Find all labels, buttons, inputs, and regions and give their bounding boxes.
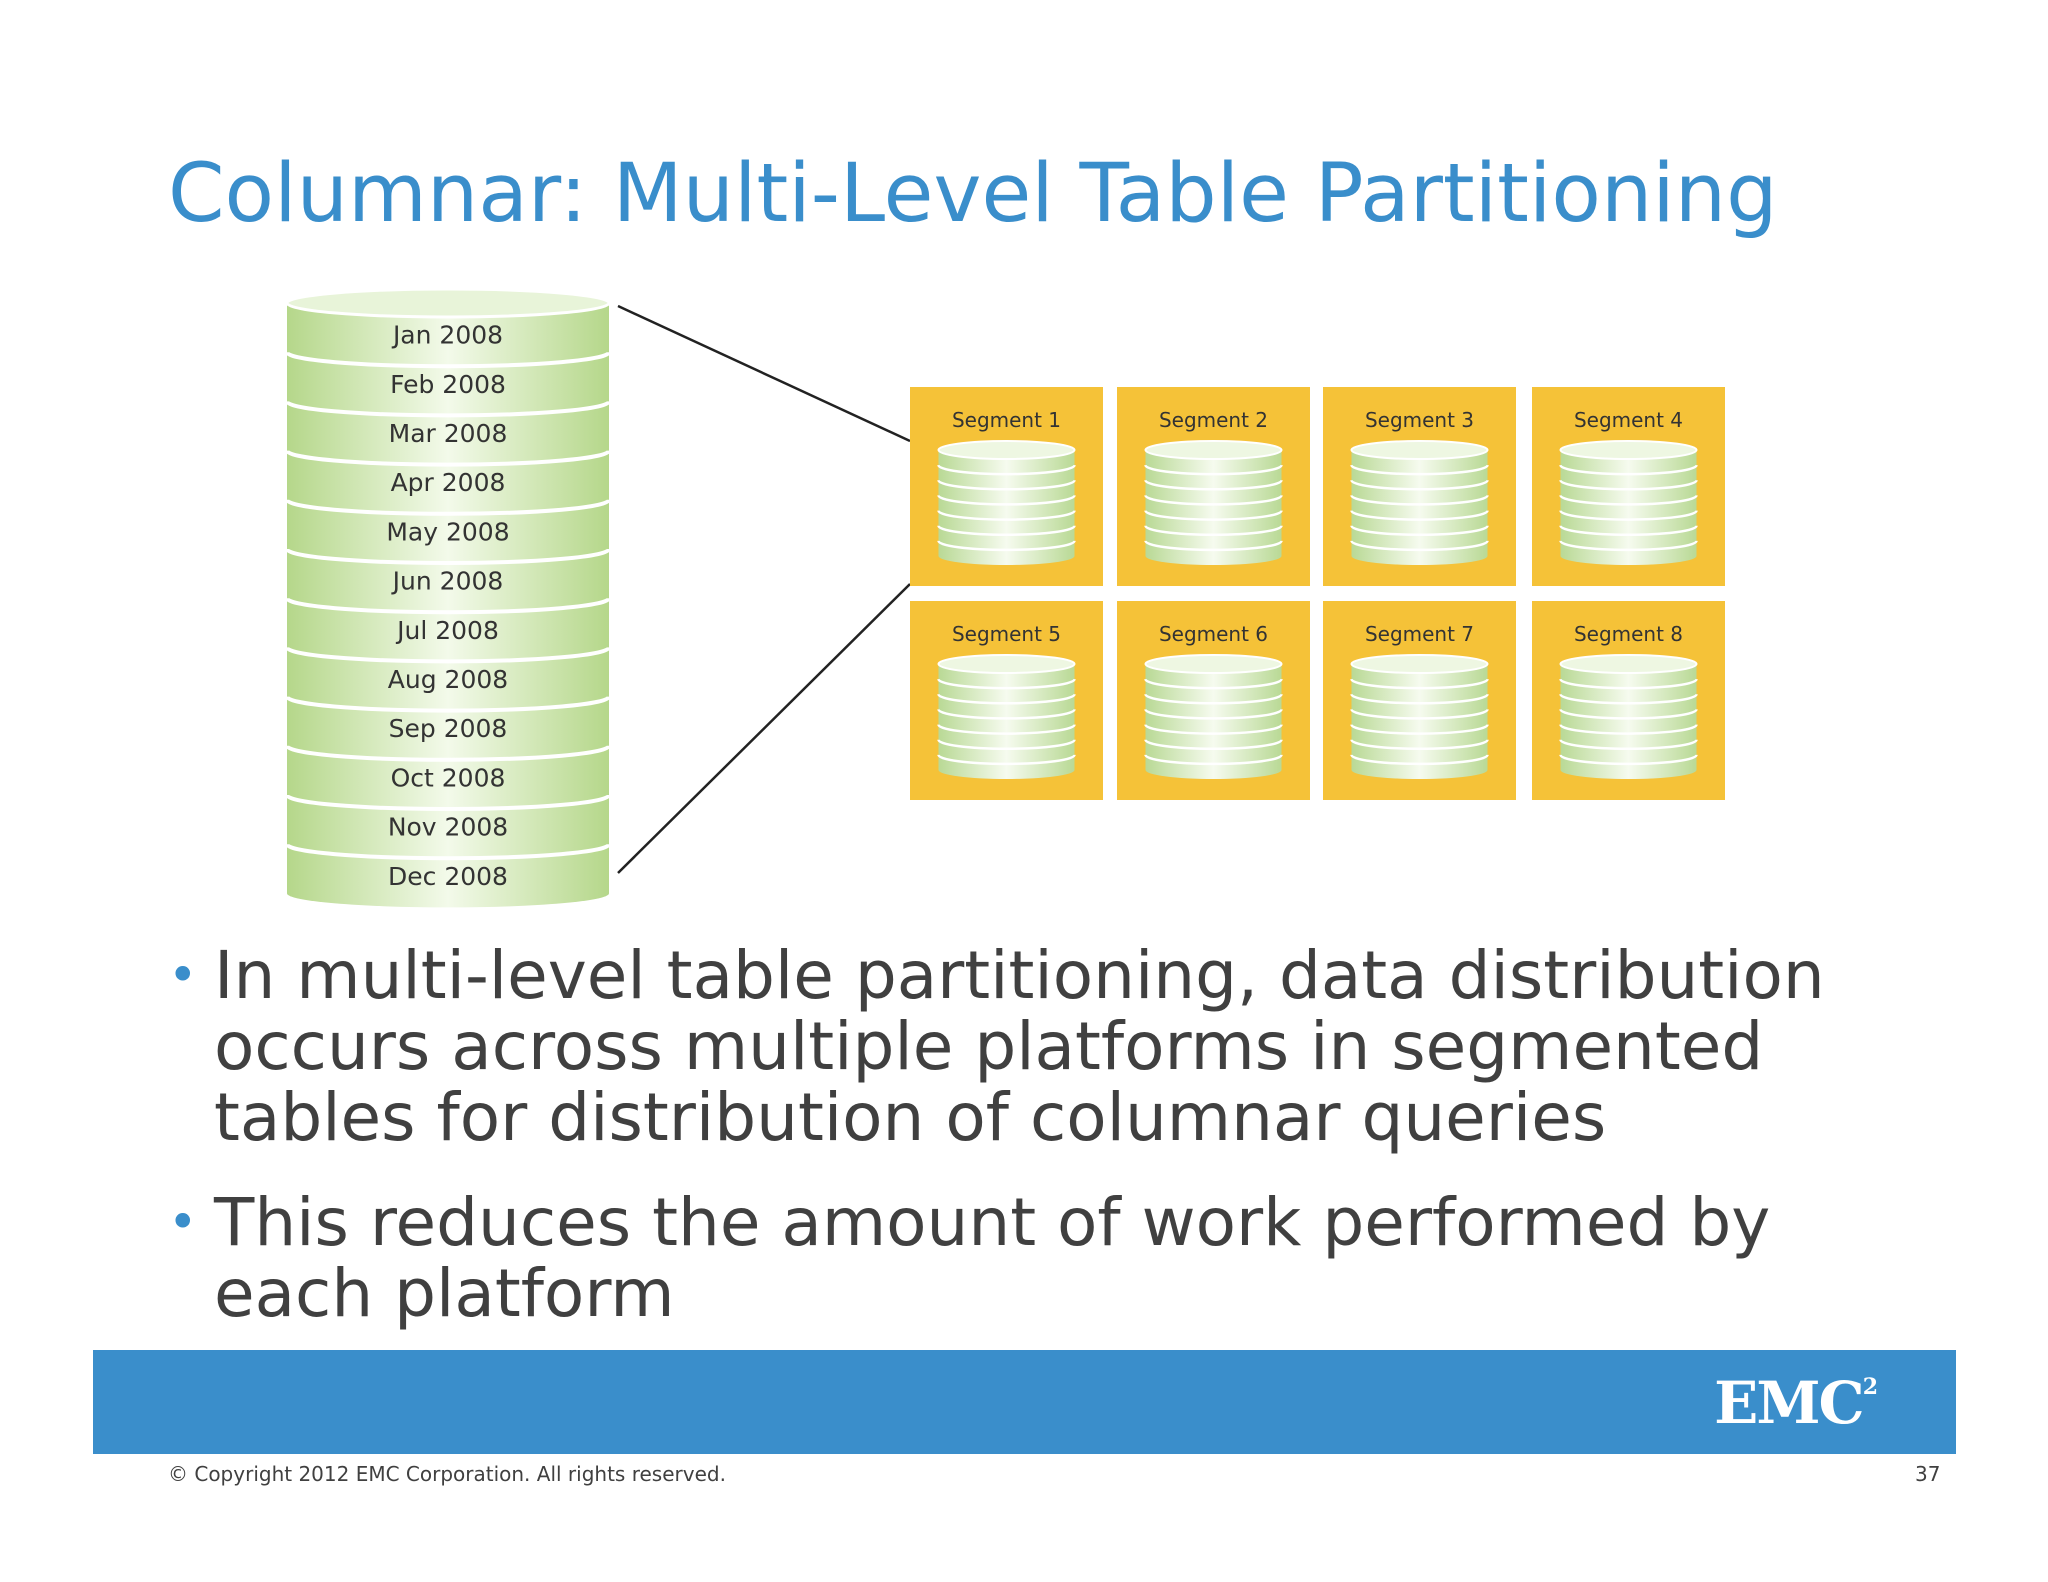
partition-divider (285, 400, 611, 418)
cylinder-top (285, 287, 611, 319)
segment-label: Segment 5 (952, 622, 1061, 646)
month-partition-label: Nov 2008 (388, 813, 508, 842)
month-partition-label: Sep 2008 (389, 714, 508, 743)
partition-divider (285, 745, 611, 762)
partition-divider (285, 499, 611, 516)
month-partition-label: Jul 2008 (395, 616, 499, 645)
partition-divider (285, 351, 611, 369)
bullet-text: This reduces the amount of work performe… (214, 1184, 1771, 1332)
segment-label: Segment 3 (1365, 408, 1474, 432)
bullet-item: • In multi-level table partitioning, dat… (168, 940, 1928, 1153)
bullet-dot-icon: • (168, 1193, 198, 1251)
partition-divider (285, 794, 611, 811)
segment-label: Segment 6 (1159, 622, 1268, 646)
segment-tile: Segment 2 (1117, 387, 1310, 586)
segment-tile: Segment 8 (1532, 601, 1725, 800)
month-partition-label: Feb 2008 (390, 370, 506, 399)
partition-divider (285, 695, 611, 713)
connector-line-bottom (617, 583, 911, 874)
month-partition-label: Jan 2008 (391, 321, 503, 350)
segment-label: Segment 8 (1574, 622, 1683, 646)
bullet-list: • In multi-level table partitioning, dat… (168, 940, 1928, 1363)
bullet-text: In multi-level table partitioning, data … (214, 937, 1825, 1156)
partition-divider (285, 646, 611, 664)
emc-logo: EMC2 (1714, 1369, 1878, 1437)
connector-line-top (617, 304, 911, 443)
segment-label: Segment 4 (1574, 408, 1683, 432)
segment-cylinder-icon (1559, 654, 1698, 779)
segment-cylinder-icon (1144, 440, 1283, 565)
footer-bar: EMC2 (93, 1350, 1956, 1454)
copyright-notice: © Copyright 2012 EMC Corporation. All ri… (168, 1462, 726, 1486)
partition-divider (285, 843, 611, 861)
segment-tile: Segment 3 (1323, 387, 1516, 586)
month-partition-label: Oct 2008 (391, 763, 506, 792)
slide-title: Columnar: Multi-Level Table Partitioning (168, 147, 1778, 241)
partition-divider (285, 449, 611, 467)
bullet-dot-icon: • (168, 946, 198, 1004)
segment-cylinder-icon (1559, 440, 1698, 565)
partition-divider (285, 597, 611, 615)
segment-tile: Segment 6 (1117, 601, 1310, 800)
month-partition-label: Mar 2008 (389, 419, 508, 448)
month-partition-label: Aug 2008 (388, 665, 508, 694)
segment-tile: Segment 7 (1323, 601, 1516, 800)
segment-cylinder-icon (937, 440, 1076, 565)
month-partition-label: Apr 2008 (391, 468, 506, 497)
segment-cylinder-icon (937, 654, 1076, 779)
month-partition-label: May 2008 (386, 517, 509, 546)
segment-cylinder-icon (1350, 654, 1489, 779)
segment-cylinder-icon (1350, 440, 1489, 565)
segment-grid: Segment 1 Segment 2 Segment 3 Segment 4 Segm… (910, 387, 1725, 800)
segment-label: Segment 1 (952, 408, 1061, 432)
segment-tile: Segment 4 (1532, 387, 1725, 586)
page-number: 37 (1915, 1462, 1941, 1486)
segment-cylinder-icon (1144, 654, 1283, 779)
segment-label: Segment 2 (1159, 408, 1268, 432)
segment-tile: Segment 5 (910, 601, 1103, 800)
month-partition-label: Dec 2008 (388, 862, 508, 891)
partition-divider (285, 548, 611, 565)
segment-tile: Segment 1 (910, 387, 1103, 586)
bullet-item: • This reduces the amount of work perfor… (168, 1187, 1928, 1329)
month-partition-label: Jun 2008 (391, 567, 504, 596)
segment-label: Segment 7 (1365, 622, 1474, 646)
